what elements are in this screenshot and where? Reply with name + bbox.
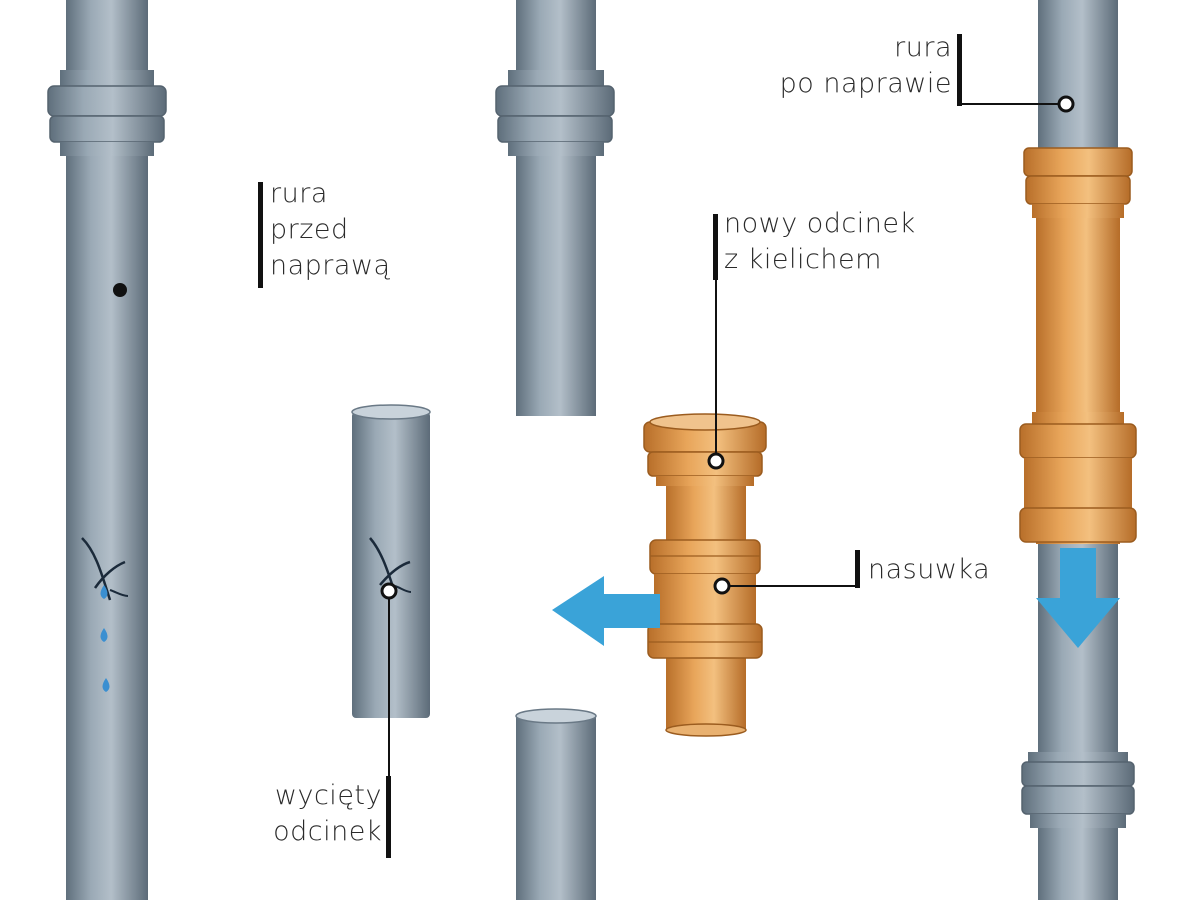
pipe-after-bar [957,34,962,106]
label-cut-section: wycięty odcinek [232,778,382,850]
label-pipe-before: rura przed naprawą [270,176,391,284]
label-pipe-after: rura po naprawie [720,30,952,102]
pipe-before-repair [47,0,167,900]
slide-down-arrow [1036,548,1120,648]
label-coupler-text: nasuwka [868,554,991,585]
label-cut-section-line1: wycięty [274,780,382,811]
coupler-sleeve [647,539,763,659]
cut-section-dot [380,582,398,600]
coupler-dot [713,577,731,595]
label-new-section-line2: z kielichem [724,244,882,275]
cut-out-section [351,404,431,718]
pipe-upper-segment [495,0,615,416]
water-drops [100,585,110,692]
pipe-after-dot [1057,95,1075,113]
pipe-before-bar [258,182,263,288]
label-coupler: nasuwka [868,552,990,588]
cut-section-bar [386,776,391,858]
repair-orange-insert [1019,147,1137,544]
label-new-section-line1: nowy odcinek [724,208,916,239]
label-pipe-before-line3: naprawą [270,250,391,281]
label-pipe-after-line2: po naprawie [779,68,952,99]
pipe-before-dot [113,283,127,297]
crack-mark [81,537,129,601]
pipe-lower-segment [515,708,597,900]
new-section-bar [713,214,718,280]
label-pipe-after-line1: rura [894,32,952,63]
label-cut-section-line2: odcinek [273,816,382,847]
slide-left-arrow [552,576,660,646]
coupler-bar [855,550,860,588]
label-new-section: nowy odcinek z kielichem [724,206,916,278]
label-pipe-before-line2: przed [270,214,349,245]
new-section-dot [707,452,725,470]
new-section-with-socket [643,413,767,737]
label-pipe-before-line1: rura [270,178,328,209]
